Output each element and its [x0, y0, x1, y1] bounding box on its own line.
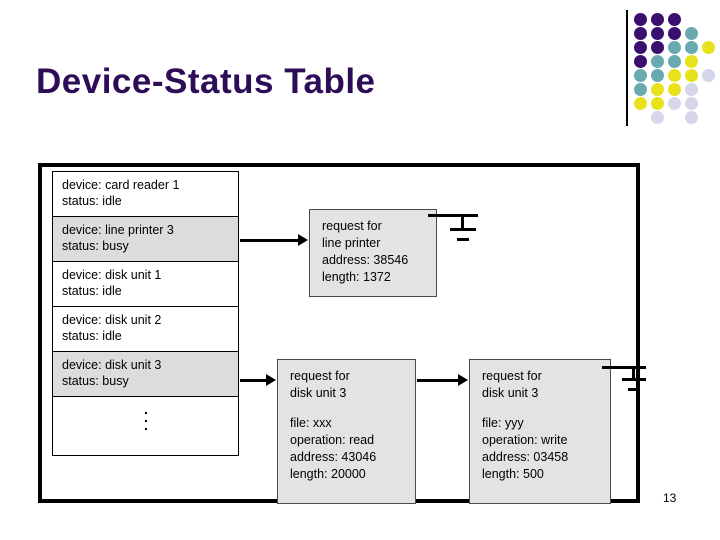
- request-operation: operation: read: [290, 433, 375, 447]
- null-terminator-icon-line-printer: [428, 214, 484, 244]
- logo-divider-rule: [626, 10, 628, 126]
- request-length: length: 20000: [290, 467, 366, 481]
- logo-dot: [651, 69, 664, 82]
- ground-bar-small: [628, 388, 640, 391]
- device-status-label: status: idle: [62, 329, 122, 343]
- arrow-head-line-printer: [298, 234, 308, 246]
- device-table-continuation-row: [53, 397, 238, 444]
- logo-dot: [634, 83, 647, 96]
- ground-bar-large: [622, 378, 646, 381]
- request-title-line-2: disk unit 3: [290, 386, 347, 400]
- request-file: file: xxx: [290, 416, 332, 430]
- logo-dot: [651, 97, 664, 110]
- device-name-label: device: card reader 1: [62, 178, 180, 192]
- logo-dot: [634, 69, 647, 82]
- arrow-line-disk-unit-3: [240, 379, 266, 382]
- ground-connector-line: [602, 366, 646, 369]
- logo-dot: [651, 111, 664, 124]
- logo-dot: [685, 97, 698, 110]
- request-block-disk-read: request for disk unit 3 file: xxx operat…: [277, 359, 416, 504]
- ground-bar-large: [450, 228, 476, 231]
- logo-dot: [685, 111, 698, 124]
- logo-dot: [651, 13, 664, 26]
- request-spacer: [482, 402, 610, 415]
- logo-dot: [651, 83, 664, 96]
- logo-dot: [702, 41, 715, 54]
- logo-dot: [668, 69, 681, 82]
- arrow-line-printer: [240, 239, 298, 242]
- logo-dot: [634, 97, 647, 110]
- page-number: 13: [663, 491, 677, 505]
- device-name-label: device: disk unit 3: [62, 358, 162, 372]
- request-address: address: 03458: [482, 450, 569, 464]
- ground-stem: [632, 366, 635, 380]
- device-status-label: status: idle: [62, 194, 122, 208]
- request-spacer: [290, 402, 415, 415]
- request-title-line-1: request for: [290, 369, 350, 383]
- device-name-label: device: disk unit 2: [62, 313, 162, 327]
- logo-dot: [702, 69, 715, 82]
- request-block-line-printer: request for line printer address: 38546 …: [309, 209, 437, 297]
- logo-dot: [668, 97, 681, 110]
- device-name-label: device: line printer 3: [62, 223, 174, 237]
- device-table-row: device: disk unit 2 status: idle: [53, 307, 238, 352]
- logo-dot: [685, 69, 698, 82]
- logo-dot: [651, 41, 664, 54]
- device-status-label: status: busy: [62, 239, 129, 253]
- logo-dot: [685, 55, 698, 68]
- logo-dot: [634, 13, 647, 26]
- logo-dot: [668, 55, 681, 68]
- logo-dot: [634, 27, 647, 40]
- decorative-dot-grid-icon: [634, 13, 716, 125]
- request-address: address: 38546: [322, 253, 409, 267]
- logo-dot: [685, 83, 698, 96]
- device-table-row: device: disk unit 1 status: idle: [53, 262, 238, 307]
- logo-dot: [651, 27, 664, 40]
- request-title-line-2: disk unit 3: [482, 386, 539, 400]
- device-table-row: device: card reader 1 status: idle: [53, 172, 238, 217]
- logo-dot: [634, 41, 647, 54]
- request-length: length: 1372: [322, 270, 391, 284]
- arrow-head-request-chain: [458, 374, 468, 386]
- logo-dot: [668, 27, 681, 40]
- device-status-label: status: idle: [62, 284, 122, 298]
- arrow-line-request-chain: [417, 379, 458, 382]
- logo-dot: [668, 13, 681, 26]
- logo-dot: [685, 41, 698, 54]
- vertical-ellipsis-dot: [144, 419, 147, 422]
- vertical-ellipsis-dot: [144, 411, 147, 414]
- request-file: file: yyy: [482, 416, 524, 430]
- request-title-line-1: request for: [322, 219, 382, 233]
- request-block-disk-write: request for disk unit 3 file: yyy operat…: [469, 359, 611, 504]
- vertical-ellipsis-dot: [144, 427, 147, 430]
- logo-dot: [634, 55, 647, 68]
- logo-dot: [651, 55, 664, 68]
- null-terminator-icon-disk: [602, 366, 652, 394]
- device-status-label: status: busy: [62, 374, 129, 388]
- logo-dot: [668, 83, 681, 96]
- request-title-line-1: request for: [482, 369, 542, 383]
- device-name-label: device: disk unit 1: [62, 268, 162, 282]
- request-title-line-2: line printer: [322, 236, 381, 250]
- ground-connector-line: [428, 214, 478, 217]
- logo-dot: [668, 41, 681, 54]
- request-operation: operation: write: [482, 433, 568, 447]
- request-length: length: 500: [482, 467, 544, 481]
- ground-bar-small: [457, 238, 469, 241]
- page-title: Device-Status Table: [36, 62, 376, 101]
- logo-dot: [685, 27, 698, 40]
- ground-stem: [461, 214, 464, 230]
- arrow-head-disk-unit-3: [266, 374, 276, 386]
- device-table-row: device: line printer 3 status: busy: [53, 217, 238, 262]
- request-address: address: 43046: [290, 450, 377, 464]
- device-table-row: device: disk unit 3 status: busy: [53, 352, 238, 397]
